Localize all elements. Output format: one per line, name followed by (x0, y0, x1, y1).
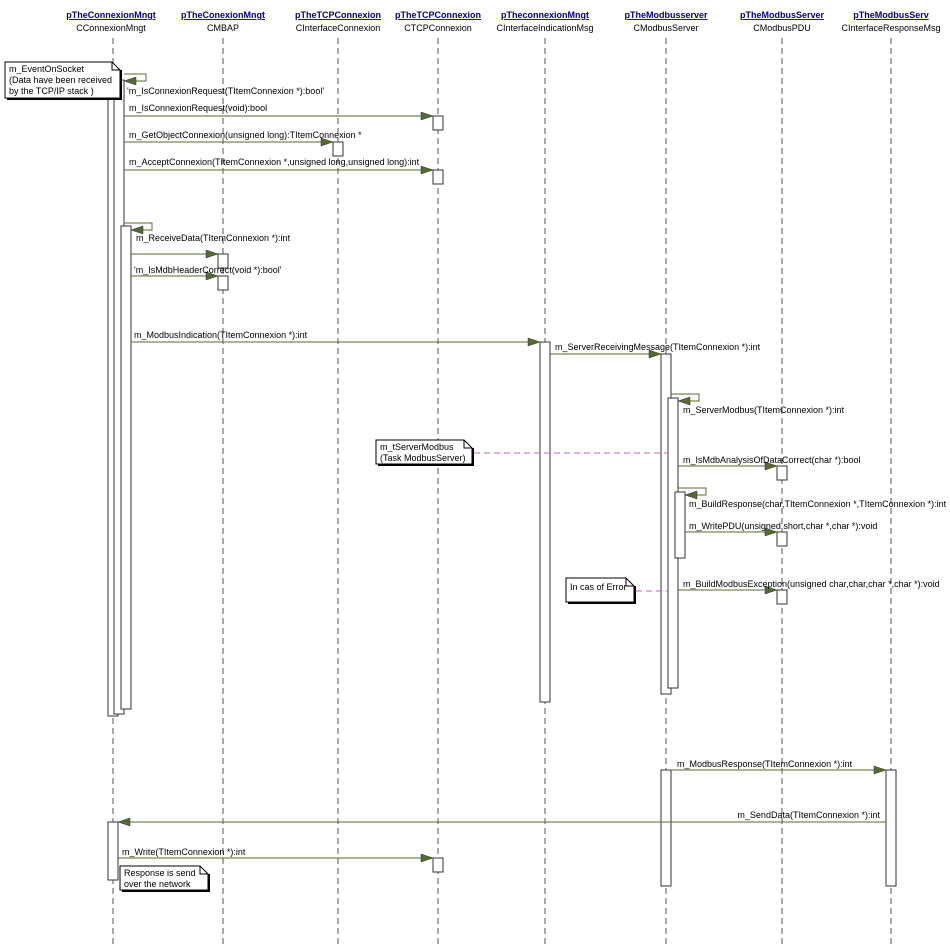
note-line: m_tServerModbus (380, 442, 454, 452)
note-line: In cas of Error (570, 582, 627, 592)
object-header-connexion-mngt: pTheConnexionMngt CConnexionMngt (66, 10, 156, 33)
object-name: pTheModbusServer (740, 10, 825, 20)
message-write-pdu: m_WritePDU(unsigned short,char *,char *)… (685, 521, 877, 537)
object-class: CModbusServer (633, 23, 698, 33)
object-header-tcp-connexion: pTheTCPConnexion CTCPConnexion (395, 10, 481, 33)
note-line: (Data have been received (9, 75, 112, 85)
message-send-data: m_SendData(TItemConnexion *):int (117, 810, 886, 827)
message-modbus-indication: m_ModbusIndication(TItemConnexion *):int (131, 330, 541, 347)
note-event-on-socket: m_EventOnSocket (Data have been received… (4, 61, 122, 100)
message-label: m_IsConnexionRequest(void):bool (129, 103, 267, 113)
message-write: m_Write(TItemConnexion *):int (118, 847, 434, 863)
message-self-is-connexion-request: 'm_IsConnexionRequest(TItemConnexion *):… (123, 73, 324, 96)
message-label: m_BuildResponse(char,TItemConnexion *,TI… (689, 499, 947, 509)
message-build-modbus-exception: m_BuildModbusException(unsigned char,cha… (678, 579, 940, 595)
message-label: m_ServerReceivingMessage(TItemConnexion … (555, 342, 761, 352)
message-is-mdb-header-correct: 'm_IsMdbHeaderCorrect(void *):bool' (131, 265, 282, 281)
activation-modbus-server-response (660, 769, 672, 887)
message-label: m_BuildModbusException(unsigned char,cha… (683, 579, 940, 589)
note-line: by the TCP/IP stack ) (9, 86, 94, 96)
note-server-task: m_tServerModbus (Task ModbusServer) (375, 439, 474, 466)
activation-mbap-2 (217, 275, 229, 291)
message-label: m_Write(TItemConnexion *):int (122, 847, 246, 857)
object-header-modbus-pdu: pTheModbusServer CModbusPDU (740, 10, 825, 33)
activation-modbus-pdu-2 (776, 531, 788, 547)
object-class: CModbusPDU (753, 23, 811, 33)
object-class: CInterfaceResponseMsg (841, 23, 940, 33)
object-class: CConnexionMngt (76, 23, 146, 33)
message-label: m_ReceiveData(TItemConnexion *):int (136, 233, 291, 243)
message-label: m_WritePDU(unsigned short,char *,char *)… (689, 521, 877, 531)
object-class: CTCPConnexion (404, 23, 472, 33)
object-name: pTheModbusserver (624, 10, 708, 20)
object-name: pTheTCPConnexion (295, 10, 381, 20)
message-label: m_ServerModbus(TItemConnexion *):int (683, 405, 845, 415)
object-name: pTheTCPConnexion (395, 10, 481, 20)
message-self-receive (124, 222, 153, 235)
message-label: m_ModbusIndication(TItemConnexion *):int (134, 330, 308, 340)
note-line: m_EventOnSocket (9, 64, 85, 74)
message-get-object-connexion: m_GetObjectConnexion(unsigned long):TIte… (124, 130, 362, 147)
object-class: CInterfaceIndicationMsg (496, 23, 593, 33)
object-header-interface-connexion: pTheTCPConnexion CInterfaceConnexion (295, 10, 381, 33)
message-self-server-modbus: m_ServerModbus(TItemConnexion *):int (671, 393, 845, 415)
activation-modbus-pdu-3 (776, 589, 788, 605)
message-self-build-response: m_BuildResponse(char,TItemConnexion *,TI… (678, 487, 947, 509)
note-line: Response is send (124, 868, 196, 878)
note-error-case: In cas of Error (565, 577, 636, 604)
message-label: m_IsMdbAnalysisOfDataCorrect(char *):boo… (683, 455, 861, 465)
message-label: m_AcceptConnexion(TItemConnexion *,unsig… (129, 157, 420, 167)
message-is-mdb-analysis-correct: m_IsMdbAnalysisOfDataCorrect(char *):boo… (678, 455, 861, 471)
object-name: pTheConnexionMngt (66, 10, 156, 20)
message-receive-data: m_ReceiveData(TItemConnexion *):int (131, 233, 291, 259)
message-label: 'm_IsMdbHeaderCorrect(void *):bool' (134, 265, 282, 275)
object-name: pTheModbusServ (853, 10, 929, 20)
activation-tcp-connexion-2 (432, 169, 444, 185)
message-label: m_SendData(TItemConnexion *):int (737, 810, 880, 820)
message-is-connexion-request-void: m_IsConnexionRequest(void):bool (124, 103, 434, 121)
object-header-modbus-server: pTheModbusserver CModbusServer (624, 10, 708, 33)
message-accept-connexion: m_AcceptConnexion(TItemConnexion *,unsig… (124, 157, 434, 175)
activation-tcp-connexion-3 (432, 857, 444, 873)
note-response-sent: Response is send over the network (119, 865, 210, 892)
object-header-interface-response: pTheModbusServ CInterfaceResponseMsg (841, 10, 940, 33)
object-header-interface-indication: pTheconnexionMngt CInterfaceIndicationMs… (496, 10, 593, 33)
activation-interface-indication (539, 341, 551, 703)
object-class: CMBAP (207, 23, 239, 33)
note-line: over the network (124, 879, 191, 889)
object-class: CInterfaceConnexion (296, 23, 381, 33)
object-name: pTheconnexionMngt (501, 10, 589, 20)
message-modbus-response: m_ModbusResponse(TItemConnexion *):int (671, 759, 887, 775)
activation-modbus-server-build (674, 491, 686, 559)
object-header-mbap: pTheConexionMngt CMBAP (181, 10, 265, 33)
activation-interface-connexion (332, 141, 344, 157)
object-name: pTheConexionMngt (181, 10, 265, 20)
activation-interface-response (885, 769, 897, 887)
message-label: m_GetObjectConnexion(unsigned long):TIte… (129, 130, 362, 140)
activation-connexion-mngt-write (107, 821, 119, 881)
message-label: m_ModbusResponse(TItemConnexion *):int (677, 759, 853, 769)
activation-tcp-connexion-1 (432, 115, 444, 131)
activation-modbus-pdu-1 (776, 465, 788, 481)
activation-connexion-mngt-receive (120, 225, 132, 710)
activation-mbap-1 (217, 253, 229, 269)
message-label: 'm_IsConnexionRequest(TItemConnexion *):… (127, 86, 324, 96)
note-line: (Task ModbusServer) (380, 453, 466, 463)
message-server-receiving-message: m_ServerReceivingMessage(TItemConnexion … (550, 342, 761, 359)
